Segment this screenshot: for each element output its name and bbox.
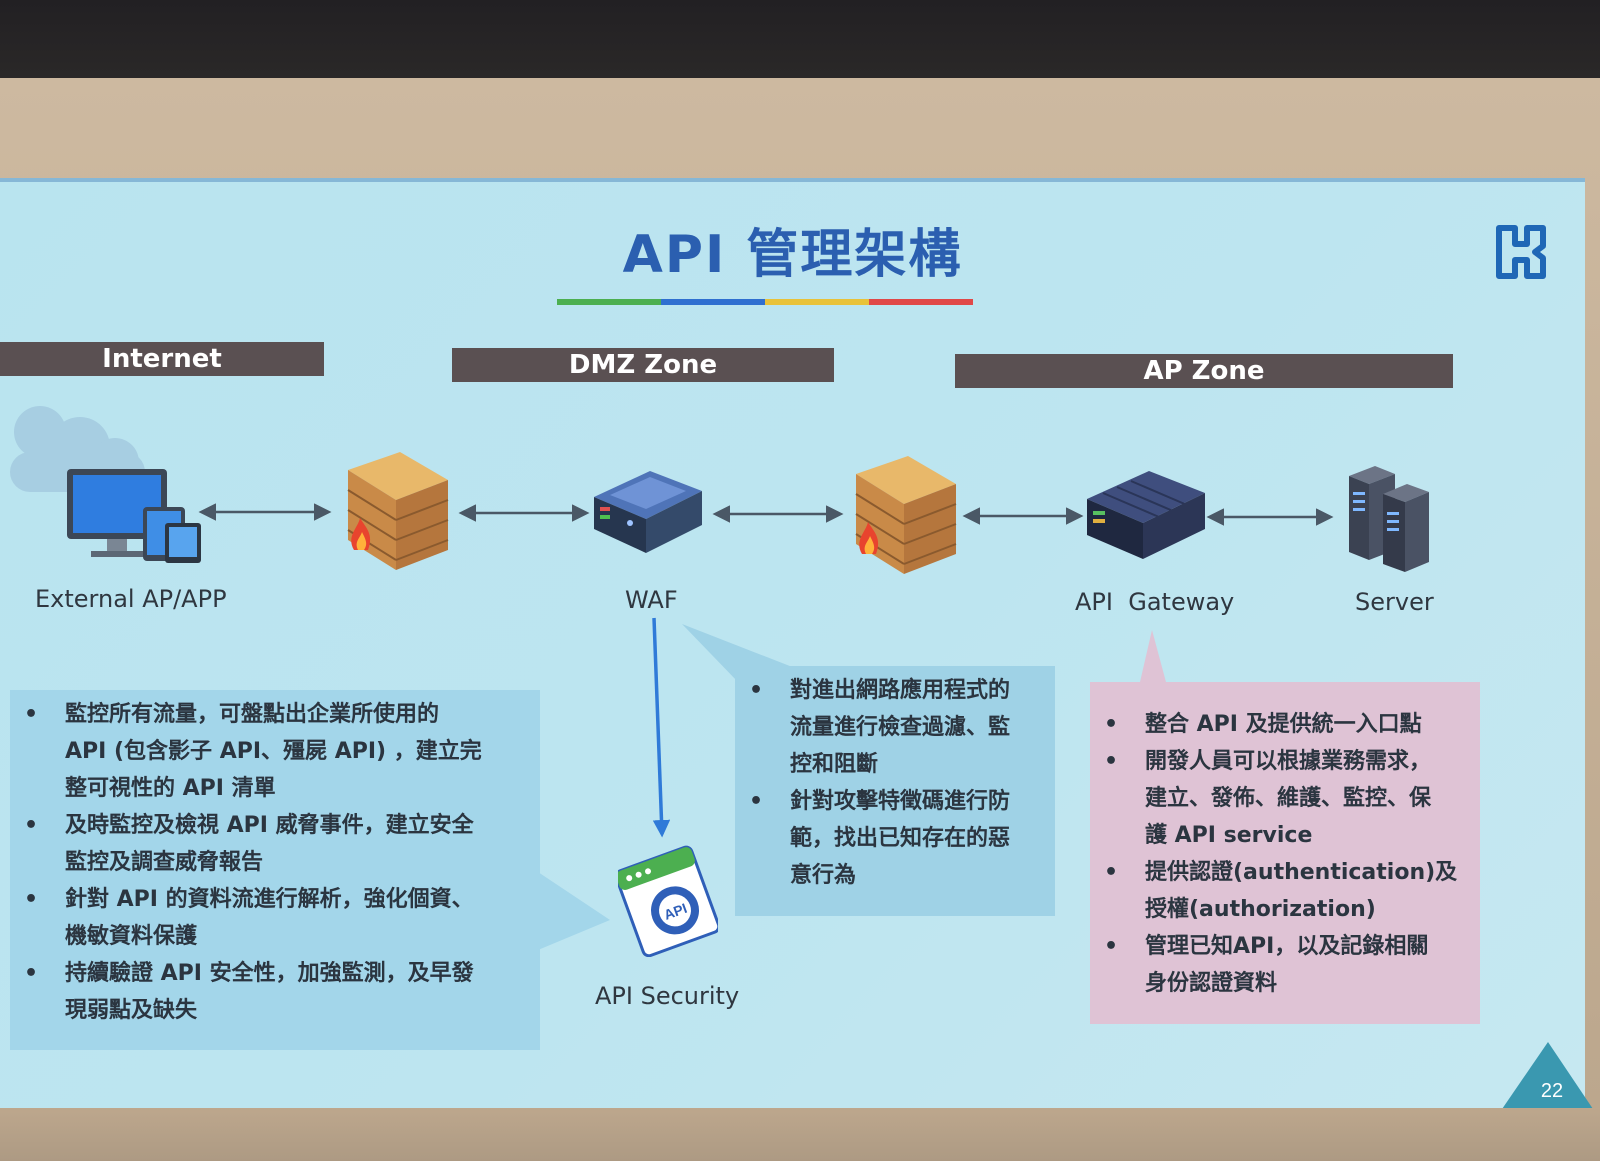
waf-appliance-icon	[594, 471, 702, 553]
callout-api-security: 監控所有流量，可盤點出企業所使用的 API (包含影子 API、殭屍 API) ，…	[10, 690, 540, 1050]
label-waf: WAF	[625, 586, 678, 614]
callout-line: 整可視性的 API 清單	[65, 776, 276, 801]
callout-line: 建立、發佈、維護、監控、保	[1145, 786, 1432, 811]
slide: API 管理架構 Internet DMZ Zone AP Zone	[0, 178, 1595, 1112]
company-logo-icon	[1496, 225, 1546, 279]
callout-line: 提供認證(authentication)及	[1145, 860, 1458, 885]
callout-api-gateway: 整合 API 及提供統一入口點 開發人員可以根據業務需求， 建立、發佈、維護、監控…	[1090, 682, 1480, 1024]
callout-line: 授權(authorization)	[1145, 897, 1376, 922]
zone-dmz: DMZ Zone	[452, 348, 834, 382]
arrow-waf-security	[652, 617, 671, 838]
callout-line: 針對 API 的資料流進行解析，強化個資、	[65, 887, 474, 912]
callout-line: 護 API service	[1145, 823, 1313, 848]
firewall-icon	[855, 456, 957, 574]
callout-line: 範，找出已知存在的惡	[790, 826, 1011, 851]
computer-devices-icon	[67, 469, 201, 563]
callout-line: API (包含影子 API、殭屍 API) ，建立完	[65, 739, 482, 764]
title-color-bar	[557, 299, 973, 305]
callout-line: 監控及調查威脅報告	[65, 850, 264, 875]
title-bar-blue	[661, 299, 765, 305]
callout-line: 現弱點及缺失	[65, 998, 198, 1023]
zone-ap: AP Zone	[955, 354, 1453, 388]
api-security-icon: API	[618, 845, 718, 957]
callout-line: 控和阻斷	[790, 752, 879, 777]
callout-item: 監控所有流量，可盤點出企業所使用的 API (包含影子 API、殭屍 API) ，…	[10, 696, 540, 807]
title-bar-red	[869, 299, 973, 305]
callout-line: 對進出網路應用程式的	[790, 678, 1011, 703]
callout-item: 整合 API 及提供統一入口點	[1090, 706, 1480, 743]
label-api-security: API Security	[595, 982, 740, 1010]
callout-line: 流量進行檢查過濾、監	[790, 715, 1011, 740]
callout-pointer-right	[1140, 630, 1166, 682]
callout-item: 提供認證(authentication)及授權(authorization)	[1090, 854, 1480, 928]
callout-item: 針對 API 的資料流進行解析，強化個資、機敏資料保護	[10, 881, 540, 955]
api-badge-label: API	[662, 900, 689, 923]
label-external-app: External AP/APP	[35, 585, 227, 613]
firewall-icon	[347, 452, 449, 570]
title-bar-green	[557, 299, 661, 305]
page-number: 22	[1541, 1080, 1563, 1102]
callout-line: 開發人員可以根據業務需求，	[1145, 749, 1432, 774]
callout-line: 針對攻擊特徵碼進行防	[790, 789, 1011, 814]
callout-item: 開發人員可以根據業務需求， 建立、發佈、維護、監控、保護 API service	[1090, 743, 1480, 854]
label-api-gateway: API Gateway	[1075, 588, 1235, 616]
callout-line: 及時監控及檢視 API 威脅事件，建立安全	[65, 813, 474, 838]
callout-line: 管理已知API，以及記錄相關	[1145, 934, 1429, 959]
callout-line: 整合 API 及提供統一入口點	[1145, 712, 1422, 737]
projection-bottom	[0, 1108, 1600, 1161]
callout-pointer-left	[538, 872, 610, 950]
slide-title: API 管理架構	[622, 225, 963, 285]
callout-line: 持續驗證 API 安全性，加強監測，及早發	[65, 961, 474, 986]
title-bar-yellow	[765, 299, 869, 305]
callout-line: 身份認證資料	[1145, 971, 1278, 996]
callout-line: 監控所有流量，可盤點出企業所使用的	[65, 702, 440, 727]
callout-line: 意行為	[790, 863, 857, 888]
page-number-badge: 22	[1500, 1042, 1595, 1112]
zone-internet: Internet	[0, 342, 324, 376]
server-icon	[1349, 466, 1429, 572]
label-server: Server	[1355, 588, 1434, 616]
callout-line: 機敏資料保護	[65, 924, 198, 949]
api-gateway-appliance-icon	[1087, 471, 1205, 559]
